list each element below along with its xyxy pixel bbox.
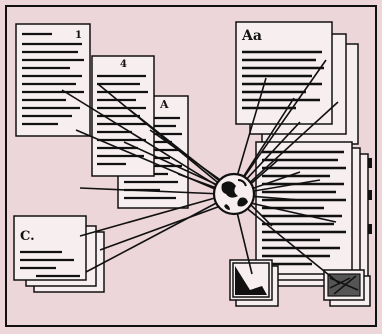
figure-frame — [5, 5, 377, 327]
page-label-aa: Aa — [241, 28, 262, 44]
document-page-4: 4 — [91, 55, 155, 177]
page-label-1: 1 — [75, 30, 82, 41]
document-page-c-stack: C. — [13, 215, 105, 293]
picture-thumbnail-icon — [323, 269, 371, 307]
page-label-4: 4 — [120, 59, 127, 70]
picture-thumbnail-icon — [229, 259, 279, 307]
document-page-1: 1 — [15, 23, 91, 137]
document-page-long-stack — [255, 141, 372, 287]
page-label-c: C. — [20, 229, 35, 244]
globe-hub-icon — [212, 172, 256, 216]
document-page-c — [13, 215, 87, 281]
page-label-a: A — [159, 98, 169, 111]
